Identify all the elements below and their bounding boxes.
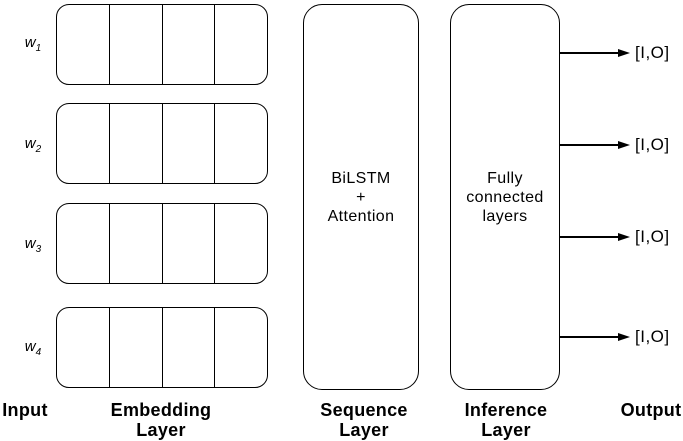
embedding-cell [215, 104, 267, 183]
embedding-cell [215, 5, 267, 84]
arrowhead-icon [618, 140, 630, 149]
output-arrow-1 [560, 48, 630, 57]
sequence-layer-box: BiLSTM + Attention [303, 4, 419, 390]
column-label-sequence-line1: Sequence [320, 400, 408, 420]
arrowhead-icon [618, 332, 630, 341]
column-label-output-text: Output [620, 400, 682, 420]
column-label-sequence-line2: Layer [339, 420, 389, 440]
inference-box-line3: layers [482, 207, 528, 225]
sequence-box-line1: BiLSTM [331, 169, 391, 187]
embedding-cell [163, 204, 216, 283]
column-label-inference-line1: Inference [464, 400, 548, 420]
column-label-input-text: Input [2, 400, 48, 420]
input-token-subscript: 3 [35, 244, 42, 255]
column-label-output: Output [621, 400, 682, 420]
column-label-input: Input [2, 400, 47, 420]
embedding-row-2 [56, 103, 268, 184]
output-value-1: [I,O] [635, 43, 670, 62]
input-token-base: w [24, 235, 36, 252]
inference-box-line1: Fully [487, 169, 523, 187]
input-token-subscript: 1 [35, 43, 42, 54]
embedding-row-4 [56, 307, 268, 388]
input-token-w1: w1 [18, 33, 48, 54]
embedding-cell [215, 308, 267, 387]
embedding-row-1 [56, 4, 268, 85]
embedding-cell [57, 104, 110, 183]
column-label-embedding-line2: Layer [136, 420, 186, 440]
inference-layer-box: Fully connected layers [450, 4, 560, 390]
input-token-base: w [24, 338, 36, 355]
input-token-w2: w2 [18, 134, 48, 155]
input-token-base: w [24, 34, 36, 51]
input-token-w4: w4 [18, 337, 48, 358]
embedding-cell [163, 308, 216, 387]
column-label-inference: Inference Layer [465, 400, 548, 440]
column-label-inference-line2: Layer [481, 420, 531, 440]
sequence-box-line3: Attention [327, 207, 395, 225]
arrowhead-icon [618, 232, 630, 241]
column-label-embedding-line1: Embedding [110, 400, 212, 420]
embedding-cell [110, 204, 163, 283]
embedding-cell [163, 104, 216, 183]
embedding-cell [110, 308, 163, 387]
column-label-embedding: Embedding Layer [111, 400, 212, 440]
embedding-cell [57, 204, 110, 283]
embedding-cell [215, 204, 267, 283]
output-arrow-2 [560, 140, 630, 149]
inference-box-line2: connected [466, 188, 544, 206]
input-token-base: w [24, 135, 36, 152]
embedding-cell [57, 308, 110, 387]
output-value-3: [I,O] [635, 227, 670, 246]
input-token-subscript: 2 [35, 144, 42, 155]
embedding-cell [110, 104, 163, 183]
arrowhead-icon [618, 48, 630, 57]
output-arrow-3 [560, 232, 630, 241]
input-token-subscript: 4 [35, 347, 42, 358]
inference-box-text: Fully connected layers [466, 169, 543, 226]
embedding-row-3 [56, 203, 268, 284]
embedding-cell [110, 5, 163, 84]
column-label-sequence: Sequence Layer [320, 400, 407, 440]
embedding-cell [163, 5, 216, 84]
input-token-w3: w3 [18, 234, 48, 255]
embedding-cell [57, 5, 110, 84]
sequence-box-text: BiLSTM + Attention [328, 169, 395, 226]
sequence-box-line2: + [356, 188, 366, 206]
output-value-4: [I,O] [635, 327, 670, 346]
output-value-2: [I,O] [635, 135, 670, 154]
output-arrow-4 [560, 332, 630, 341]
